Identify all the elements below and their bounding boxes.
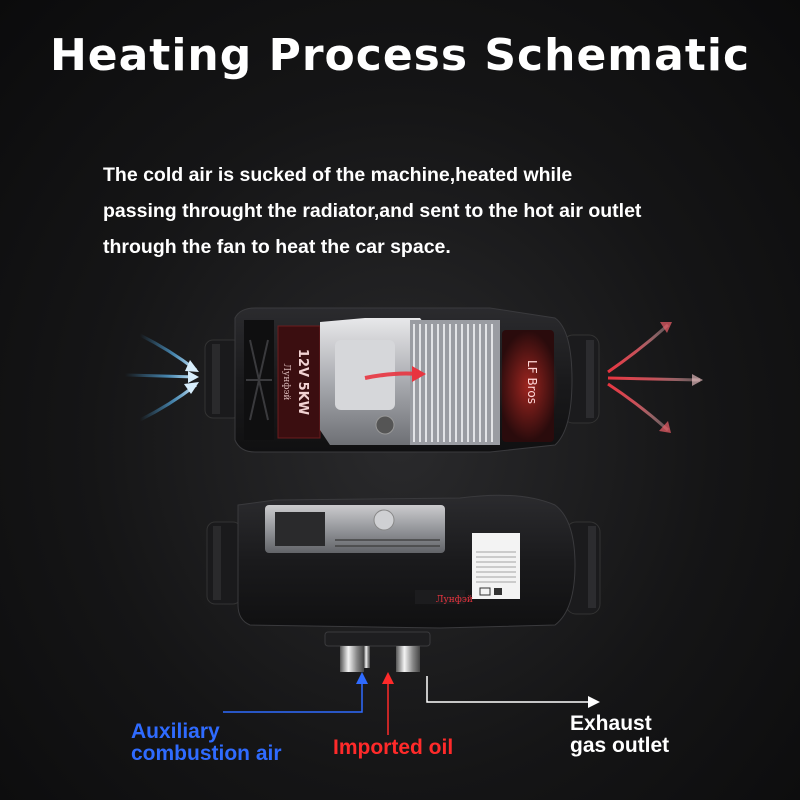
- brand-cyrillic-bottom: Лунфэй: [436, 595, 473, 605]
- brand-cyrillic-top: Лунфэй: [281, 364, 291, 401]
- oil-pointer: [382, 672, 394, 735]
- rating-label: 12V 5KW: [295, 349, 310, 415]
- exhaust-pointer: [426, 676, 600, 708]
- exhaust-label: Exhaust gas outlet: [570, 713, 669, 757]
- bottom-heater: [206, 494, 601, 672]
- description: The cold air is sucked of the machine,he…: [103, 157, 753, 265]
- auxiliary-air-label: Auxiliary combustion air: [131, 721, 282, 765]
- panel-brand: LF Bros: [525, 360, 539, 404]
- radiator-fins: [410, 320, 500, 445]
- auxiliary-air-label-line: combustion air: [131, 742, 282, 765]
- hot-air-arrows: [607, 322, 703, 433]
- cold-air-arrows: [124, 333, 199, 422]
- auxiliary-air-pointer: [223, 672, 368, 713]
- top-heater: [204, 307, 600, 453]
- auxiliary-air-label-line: Auxiliary: [131, 720, 220, 743]
- exhaust-label-line: Exhaust: [570, 712, 652, 735]
- description-line: The cold air is sucked of the machine,he…: [103, 164, 573, 186]
- oil-label: Imported oil: [333, 736, 454, 759]
- exhaust-label-line: gas outlet: [570, 734, 670, 757]
- description-line: passing throught the radiator,and sent t…: [103, 200, 642, 222]
- description-line: through the fan to heat the car space.: [103, 236, 451, 258]
- page-title: Heating Process Schematic: [49, 30, 751, 81]
